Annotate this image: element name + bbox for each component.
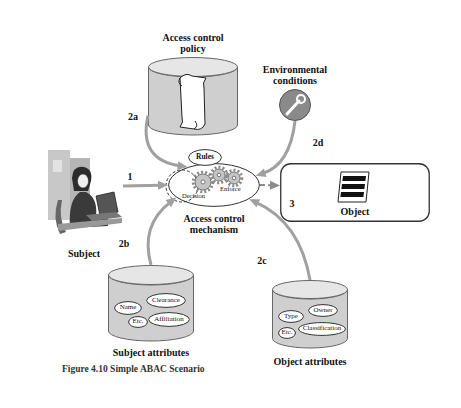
gear [228, 172, 240, 184]
attribute-oval: Etc. [278, 327, 296, 339]
ellipse-outline [299, 323, 346, 336]
gear [195, 174, 211, 190]
icon-circle [280, 90, 311, 121]
cylinder-top [149, 58, 238, 77]
mechanism-ellipse: DecisionEnforceAccess control mechanismR… [168, 163, 260, 207]
step-number: 2d [303, 137, 333, 148]
cylinder-top [273, 281, 348, 299]
gear-hub [217, 173, 221, 177]
gear-hub [201, 180, 205, 184]
step-number: 2c [247, 255, 277, 266]
attribute-oval: Name [114, 301, 142, 315]
document-stripe [341, 184, 365, 189]
gear [213, 169, 225, 181]
cylinder-body [149, 67, 238, 135]
node-label: Name [114, 301, 142, 315]
arrow-head [256, 168, 267, 177]
cylinder-top [109, 266, 194, 285]
attribute-oval: Etc. [128, 316, 148, 328]
gear-hub [232, 176, 236, 180]
ellipse-outline [309, 305, 338, 317]
node-label: Access control mechanism [172, 213, 256, 235]
arrow-line [123, 184, 161, 188]
node-label: Clearance [146, 293, 186, 308]
node-label: Subject [49, 248, 119, 259]
ellipse-outline [115, 302, 142, 315]
arrow-head [166, 198, 177, 208]
ellipse-outline [147, 294, 186, 308]
mechanism-ellipse-outline [168, 163, 260, 207]
ellipse-outline [129, 317, 148, 328]
attribute-oval: Type [278, 310, 304, 323]
scroll-curl [194, 121, 197, 129]
node-label: Etc. [128, 316, 148, 328]
node-label: Owner [308, 304, 338, 317]
node-label: Environmental conditions [253, 64, 337, 86]
scroll-paper [180, 74, 206, 129]
node-label: Affiliation [148, 312, 190, 327]
desk [58, 218, 122, 231]
object-attribute-store: Object attributesTypeOwnerClassification… [272, 280, 348, 348]
flow-arrow [123, 181, 168, 190]
subject-attribute-store: Subject attributesNameClearanceAffiliati… [108, 265, 194, 341]
attribute-oval: Classification [298, 322, 346, 336]
document-sheet [338, 172, 369, 202]
step-number: 2a [118, 111, 148, 122]
node-label: Object attributes [245, 356, 375, 367]
node-label: Rules [188, 149, 222, 166]
ellipse-outline [149, 313, 190, 327]
arrow-head [158, 181, 168, 190]
document-stripe [340, 192, 364, 197]
ellipse-outline [189, 150, 222, 166]
node-label: Object [280, 206, 430, 217]
flow-arrow [260, 181, 280, 190]
step-number: 2b [109, 238, 139, 249]
rounded-box [281, 164, 430, 222]
attribute-oval: Affiliation [148, 312, 190, 327]
ellipse-outline [279, 328, 296, 339]
person-face [78, 174, 89, 188]
step-number: 3 [277, 198, 307, 209]
arrow-line [148, 202, 171, 265]
subject-illustration [48, 150, 122, 234]
node-label: Decision [182, 192, 205, 199]
attribute-oval: Owner [308, 304, 338, 317]
ellipse-outline [169, 164, 260, 207]
node-label: Access control policy [153, 32, 233, 54]
flow-arrow [148, 198, 176, 265]
attribute-oval: Clearance [146, 293, 186, 308]
person-hair [72, 167, 91, 191]
policy-scroll [179, 74, 206, 129]
document-stripe [342, 176, 366, 181]
arrow-head [270, 181, 280, 190]
background-window [53, 160, 62, 172]
node-label: Classification [298, 322, 346, 336]
ellipse-outline [279, 311, 304, 323]
node-label: Subject attributes [86, 347, 216, 358]
node-label: Enforce [220, 185, 241, 192]
node-label: Type [278, 310, 304, 323]
rules-ellipse: Rules [188, 149, 222, 166]
figure-caption: Figure 4.10 Simple ABAC Scenario [62, 364, 205, 374]
document-icon [338, 172, 369, 202]
arrow-head [249, 199, 260, 207]
step-number: 1 [115, 171, 145, 182]
node-label: Etc. [278, 327, 296, 339]
